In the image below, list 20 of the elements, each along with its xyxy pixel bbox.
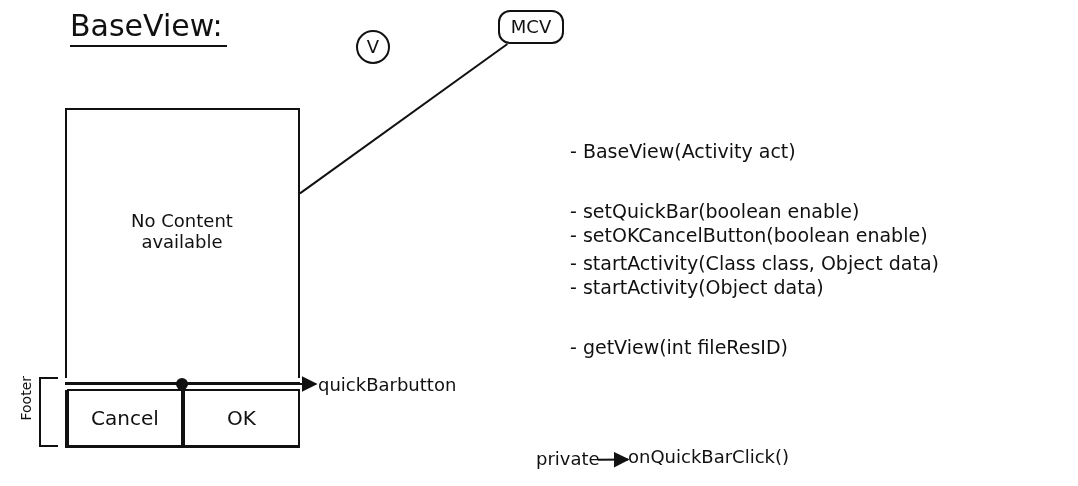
annotation-text: onQuickBarClick(): [628, 446, 818, 472]
method-signature: - setOKCancelButton(boolean enable): [570, 224, 928, 246]
title: BaseView:: [70, 8, 227, 47]
arrow: [597, 451, 630, 468]
arrow: [299, 376, 318, 392]
annotation-text: quickBarbutton: [318, 374, 468, 398]
annotation-text: private: [536, 448, 598, 472]
footer-button: Cancel: [67, 389, 183, 447]
method-signature: - BaseView(Activity act): [570, 140, 796, 162]
placeholder-text: No Content available: [130, 210, 234, 252]
method-signature: - getView(int fileResID): [570, 336, 788, 358]
circled-letter: V: [356, 30, 390, 64]
screen-frame: [65, 108, 300, 448]
method-signature: - setQuickBar(boolean enable): [570, 200, 860, 222]
footer-button: OK: [183, 389, 300, 447]
section-label: Footer: [18, 376, 34, 421]
method-signature: - startActivity(Class class, Object data): [570, 252, 939, 274]
method-signature: - startActivity(Object data): [570, 276, 824, 298]
rounded-tag: MCV: [498, 10, 564, 44]
connector-line: [299, 43, 509, 195]
